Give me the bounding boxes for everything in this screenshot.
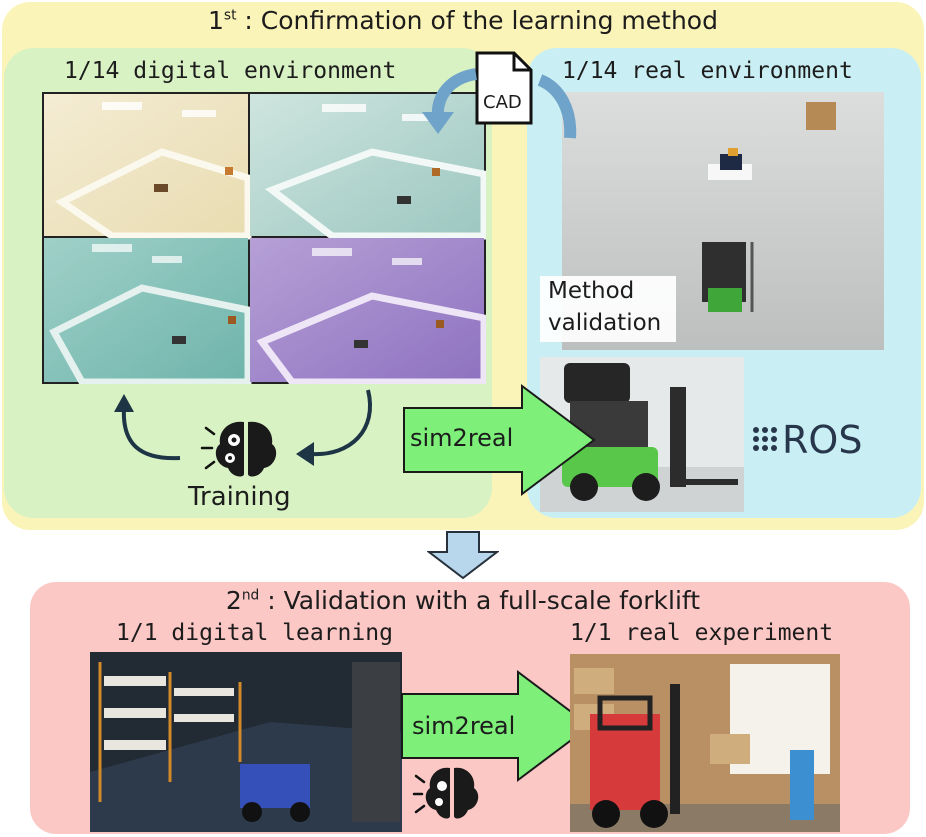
ros-label: ROS xyxy=(782,418,863,462)
stage2-title: 2nd : Validation with a full-scale forkl… xyxy=(225,586,701,615)
training-label: Training xyxy=(188,482,291,512)
sim-grid-graphic xyxy=(44,94,486,384)
sim-view-purple xyxy=(250,238,486,384)
real-forklift-photo xyxy=(570,654,840,832)
real-forklift-graphic xyxy=(570,654,840,832)
sim-grid xyxy=(42,92,486,384)
brain-gears-icon-stage2 xyxy=(412,764,490,826)
sim2real-arrow-stage2 xyxy=(401,670,592,782)
method-validation-line1: Method xyxy=(548,278,635,304)
real-env-label: 1/14 real environment xyxy=(562,58,853,84)
sim2real-label-stage2: sim2real xyxy=(412,712,516,740)
digital-learning-label: 1/1 digital learning xyxy=(116,620,393,646)
digital-warehouse-graphic xyxy=(90,652,402,832)
brain-gears-icon xyxy=(200,416,288,484)
real-experiment-label: 1/1 real experiment xyxy=(570,620,834,646)
real-env-graphic xyxy=(562,92,884,350)
cad-label: CAD xyxy=(481,92,524,113)
down-arrow xyxy=(427,531,499,580)
method-validation-line2: validation xyxy=(548,310,662,336)
ros-dots-icon xyxy=(752,426,778,452)
cad-transfer-arrows xyxy=(422,68,577,139)
real-env-photo xyxy=(562,92,884,350)
digital-env-label: 1/14 digital environment xyxy=(64,58,397,84)
digital-warehouse-render xyxy=(90,652,402,832)
sim-view-cyan xyxy=(44,238,252,384)
stage1-title: 1st : Confirmation of the learning metho… xyxy=(208,6,718,35)
sim2real-label-stage1: sim2real xyxy=(410,424,514,452)
training-loop-arrows xyxy=(114,389,372,466)
sim2real-arrow-stage1 xyxy=(403,384,596,496)
method-validation-box xyxy=(540,276,676,342)
sim-view-warm xyxy=(44,94,252,240)
